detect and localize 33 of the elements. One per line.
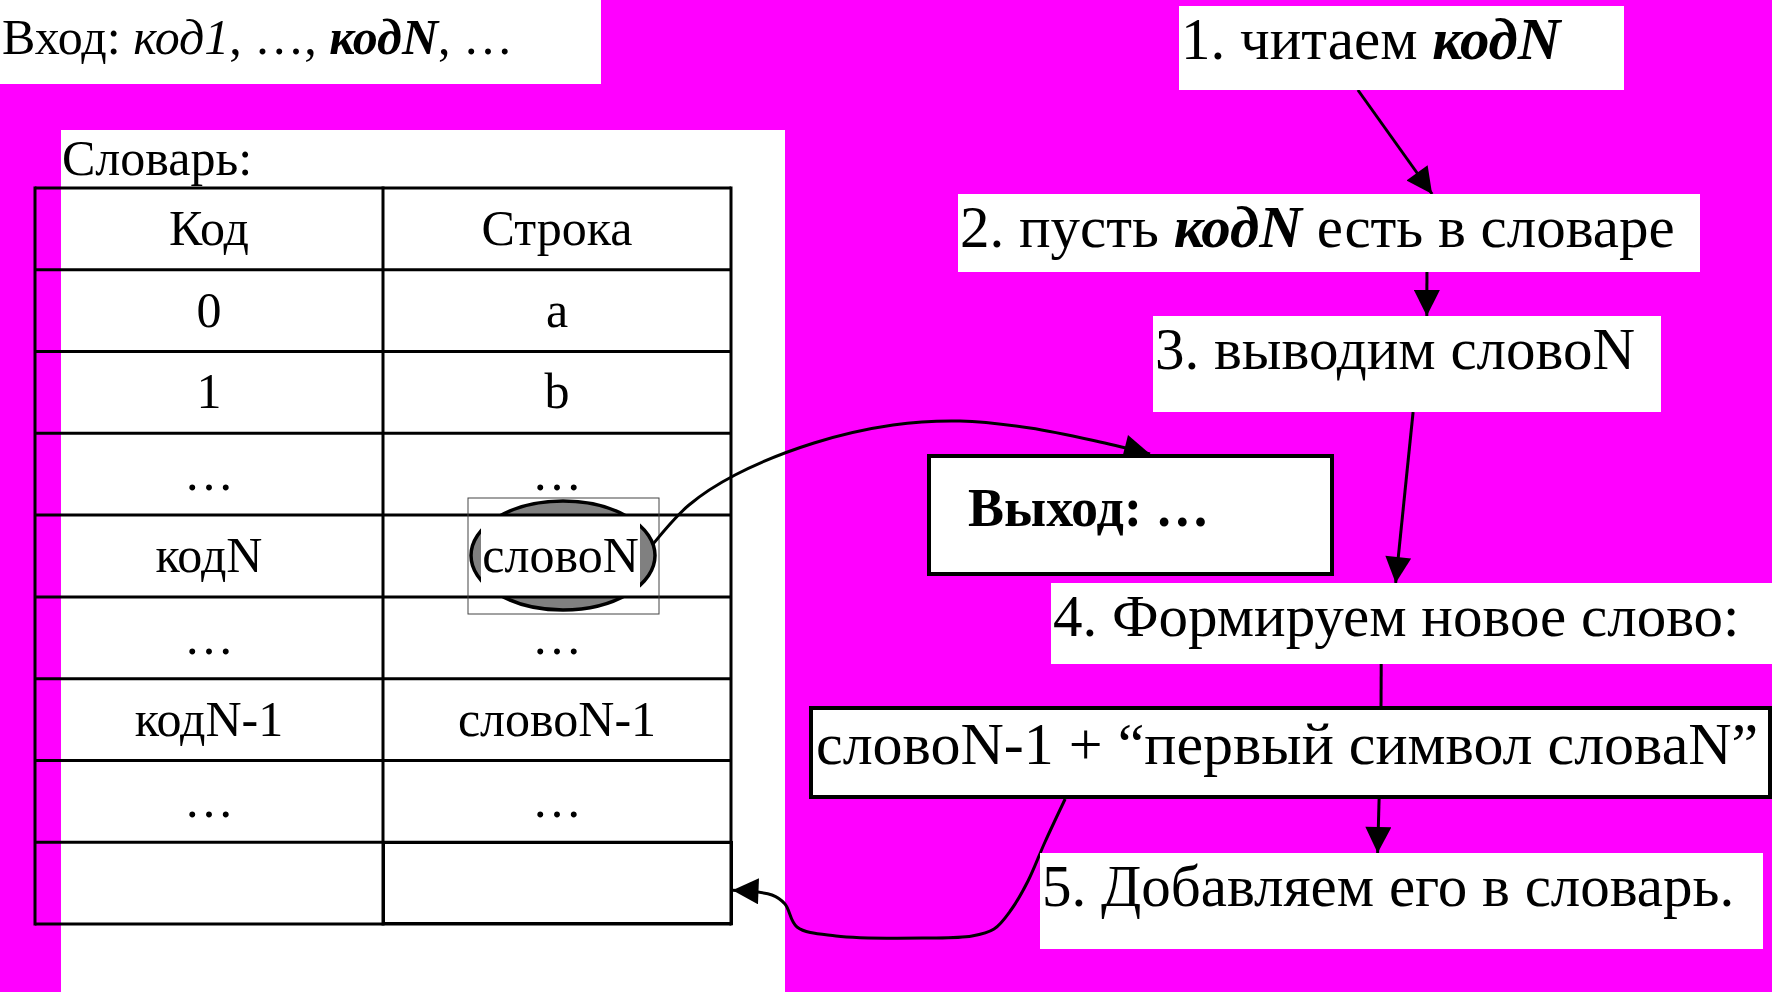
ellipsis-text: … [184,772,234,831]
connector-line [1379,664,1383,706]
table-entry: кодN-1 [134,690,284,749]
column-header: Строка [481,200,633,258]
table-entry: 0 [196,281,222,340]
ellipsis-text: … [184,609,234,667]
ellipsis-text: … [532,445,582,503]
output-box: Выход: … [927,454,1334,576]
arrow [1413,272,1440,316]
arrow [1385,411,1415,584]
panel-heading: Словарь: [62,130,253,186]
input-heading: Вход: код1, …, кодN, … [0,0,601,84]
process-step: 4. Формируем новое слово: [1051,583,1772,664]
process-step: 3. выводим словоN [1153,316,1661,412]
arrow [1356,89,1434,195]
table-entry: a [545,281,569,340]
process-step: 1. читаем кодN [1179,6,1624,90]
table-entry: словоN-1 [457,690,657,749]
arrow [732,798,1067,940]
highlighted-word: словоN [481,514,640,597]
ellipsis-text: … [184,445,234,503]
table-entry: кодN [155,527,263,585]
process-step: 2. пусть кодN есть в словаре [958,194,1700,272]
table-entry: 1 [196,363,222,422]
formula-box: словоN-1 + “первый символ словаN” [809,706,1772,799]
process-step: 5. Добавляем его в словарь. [1040,853,1763,949]
ellipsis-text: … [532,609,582,667]
dictionary-panel [61,130,785,992]
arrow [651,419,1151,546]
column-header: Код [169,200,249,258]
arrow [1365,798,1392,854]
table-entry: b [544,363,570,422]
ellipsis-text: … [532,772,582,831]
